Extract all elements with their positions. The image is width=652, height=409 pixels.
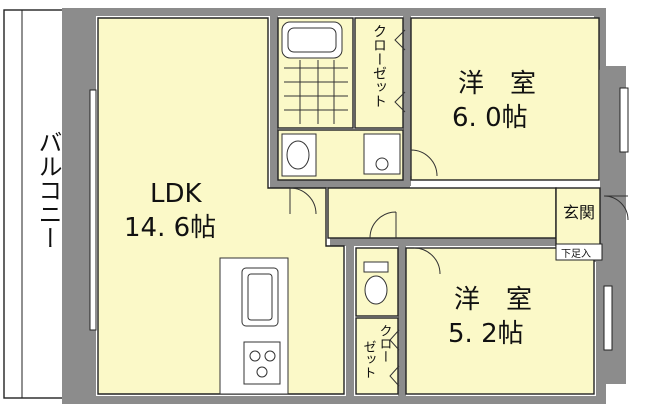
wall-ldk-wet bbox=[270, 16, 278, 186]
label-closet-bottom-1: クロー bbox=[377, 324, 392, 363]
closet-doors-bottom bbox=[389, 329, 400, 387]
wall-toilet-kitchen bbox=[346, 246, 354, 396]
label-ldk-name: LDK bbox=[150, 179, 203, 209]
label-room2-name: 洋 室 bbox=[454, 285, 532, 315]
room-bedroom-1 bbox=[410, 17, 600, 181]
label-closet-bottom-2: ゼット bbox=[361, 340, 377, 379]
wall-toilet-room2 bbox=[398, 246, 406, 396]
bathtub-icon bbox=[281, 21, 348, 124]
window-room1 bbox=[619, 87, 629, 153]
label-balcony: バルコニー bbox=[34, 130, 62, 250]
room-entrance bbox=[555, 187, 601, 247]
label-room1-name: 洋 室 bbox=[458, 69, 536, 99]
label-room1-size: 6. 0帖 bbox=[452, 103, 528, 133]
room-hallway bbox=[327, 187, 557, 239]
closet-doors-top bbox=[394, 29, 406, 113]
stove-icon bbox=[243, 341, 281, 385]
room-closet-top bbox=[354, 17, 404, 129]
washing-machine-icon bbox=[363, 133, 401, 175]
label-room2-size: 5. 2帖 bbox=[448, 319, 524, 349]
wall-hall-room2 bbox=[330, 238, 556, 246]
label-entrance: 玄関 bbox=[563, 203, 595, 222]
label-shoe-box: 下足入 bbox=[561, 248, 591, 260]
room-closet-bottom bbox=[355, 317, 399, 395]
room-bedroom-2 bbox=[405, 247, 595, 395]
door-swings bbox=[289, 149, 629, 275]
shoe-box bbox=[555, 243, 603, 261]
label-ldk-size: 14. 6帖 bbox=[124, 213, 216, 243]
kitchen-sink-icon bbox=[241, 267, 279, 327]
window-ldk bbox=[89, 89, 97, 331]
washbasin-icon bbox=[281, 133, 317, 177]
wall-closet-room1 bbox=[403, 16, 411, 186]
window-room2 bbox=[603, 285, 613, 351]
label-closet-top: クローゼット bbox=[371, 24, 387, 108]
wall-wet-hall bbox=[270, 180, 410, 188]
toilet-icon bbox=[363, 261, 389, 305]
